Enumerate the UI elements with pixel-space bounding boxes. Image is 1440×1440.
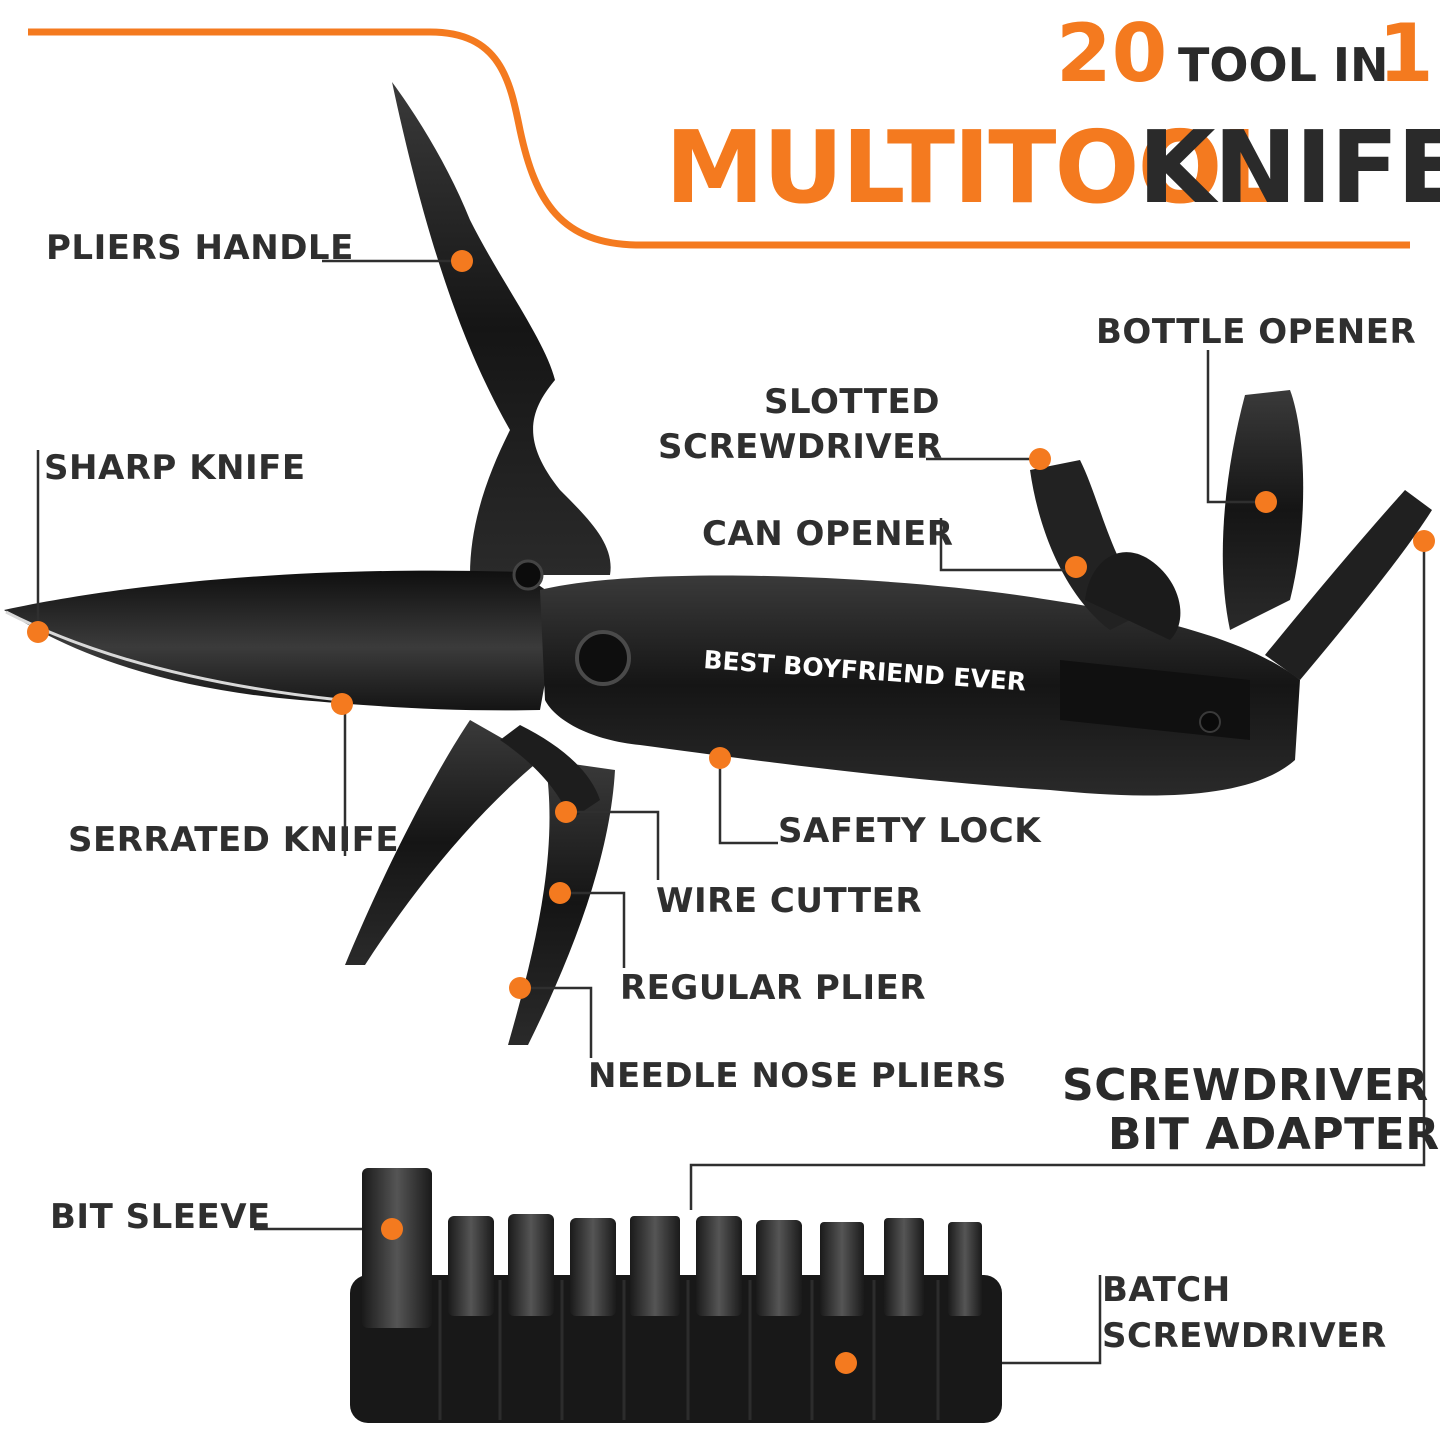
title-number-20: 20: [1056, 7, 1168, 100]
label-adapter-line2: BIT ADAPTER: [1108, 1109, 1440, 1160]
bit-sleeve: [362, 1168, 432, 1328]
bit-2: [508, 1214, 554, 1316]
label-safety-lock: SAFETY LOCK: [778, 811, 1042, 851]
leader-safety-lock: [718, 758, 778, 845]
label-bit-sleeve: BIT SLEEVE: [50, 1197, 271, 1237]
bit-8: [884, 1218, 924, 1316]
leader-bit-adapter: [689, 541, 1426, 1210]
title-multitool: MULTITOOL: [665, 109, 1284, 226]
blade-pivot: [512, 559, 544, 591]
pliers-handle-arm: [392, 82, 611, 575]
bit-7: [820, 1222, 864, 1316]
callout-dots: [27, 250, 1435, 1374]
dot-serrated-knife: [331, 693, 353, 715]
bit-6: [756, 1220, 802, 1316]
leader-needle-nose: [520, 986, 593, 1058]
label-regular-plier: REGULAR PLIER: [620, 968, 927, 1008]
dot-bit-adapter: [1413, 530, 1435, 552]
bit-1: [448, 1216, 494, 1316]
label-slotted-line2: SCREWDRIVER: [658, 427, 943, 467]
dot-needle-nose: [509, 977, 531, 999]
dot-safety-lock: [709, 747, 731, 769]
label-pliers-handle: PLIERS HANDLE: [46, 228, 354, 268]
label-can-opener: CAN OPENER: [702, 514, 954, 554]
dot-wire-cutter: [555, 801, 577, 823]
dot-regular-plier: [549, 882, 571, 904]
label-needle-nose: NEEDLE NOSE PLIERS: [588, 1056, 1007, 1096]
title-number-1: 1: [1378, 7, 1434, 100]
bit-3: [570, 1218, 616, 1316]
regular-plier-jaw: [345, 720, 540, 965]
handle-rivet: [1199, 711, 1221, 733]
leader-lines: [36, 259, 1426, 1365]
label-batch-line2: SCREWDRIVER: [1102, 1316, 1387, 1356]
title-knife: KNIFE: [1138, 109, 1440, 226]
bit-adapter-tool: [1265, 490, 1432, 680]
bit-4: [630, 1216, 680, 1316]
label-slotted-line1: SLOTTED: [764, 382, 940, 422]
bit-9: [948, 1222, 982, 1316]
dot-pliers-handle: [451, 250, 473, 272]
title-tool-in: TOOL IN: [1178, 38, 1389, 92]
bit-set: [350, 1168, 1002, 1423]
sharp-knife-blade: [4, 570, 560, 711]
dot-sharp-knife: [27, 621, 49, 643]
bit-holder-sockets: [438, 1280, 940, 1420]
label-batch-line1: BATCH: [1102, 1270, 1231, 1310]
label-adapter-line1: SCREWDRIVER: [1062, 1060, 1429, 1111]
dot-bit-sleeve: [381, 1218, 403, 1240]
header-swoosh-line: [28, 28, 1410, 249]
leader-wire-cutter: [566, 810, 660, 880]
can-opener-tool: [1085, 552, 1181, 640]
bits: [448, 1214, 982, 1316]
bit-5: [696, 1216, 742, 1316]
wire-cutter-jaw: [500, 725, 600, 820]
tool-handle-body: [540, 575, 1300, 796]
dot-batch: [835, 1352, 857, 1374]
dot-bottle-opener: [1255, 491, 1277, 513]
leader-bottle-opener: [1206, 350, 1266, 504]
dot-can-opener: [1065, 556, 1087, 578]
label-sharp-knife: SHARP KNIFE: [44, 448, 306, 488]
dot-slotted: [1029, 448, 1051, 470]
label-bottle-opener: BOTTLE OPENER: [1096, 312, 1417, 352]
handle-screw: [575, 630, 631, 686]
leader-can-opener: [939, 518, 1076, 572]
label-wire-cutter: WIRE CUTTER: [656, 881, 923, 921]
label-serrated-knife: SERRATED KNIFE: [68, 820, 400, 860]
leader-regular-plier: [560, 891, 626, 968]
